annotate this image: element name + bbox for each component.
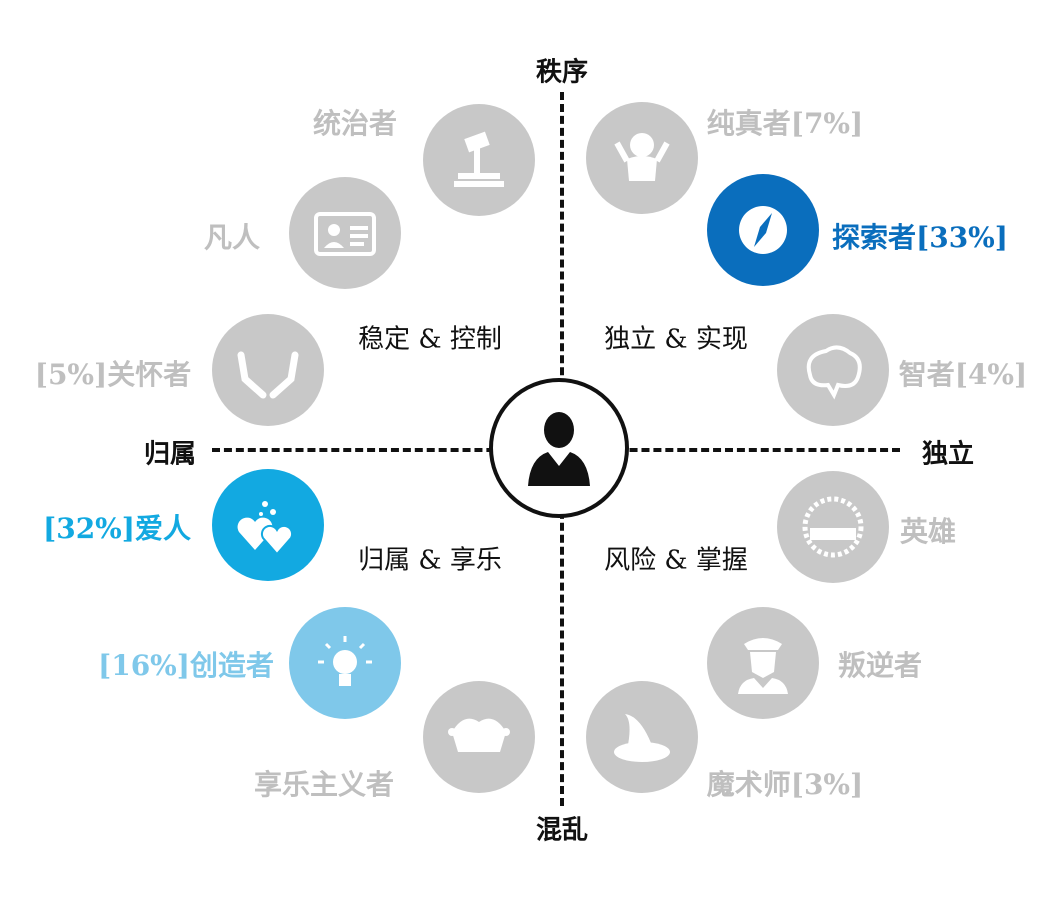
axis-label-left: 归属: [139, 433, 201, 471]
axis-label-top: 秩序: [531, 51, 593, 89]
archetype-label: 叛逆者: [837, 649, 923, 682]
archetype-label: 凡人: [203, 221, 261, 254]
id-card-icon: [289, 177, 401, 289]
archetype-label: 魔术师[3%]: [706, 768, 864, 801]
quadrant-label-tl: 稳定 & 控制: [358, 324, 502, 355]
jester-hat-icon: [423, 681, 535, 793]
archetype-label: 英雄: [899, 515, 957, 548]
baby-icon: [586, 102, 698, 214]
archetype-label: [32%]爱人: [42, 512, 192, 545]
archetype-label: 探索者[33%]: [831, 221, 1009, 254]
caring-hands-icon: [212, 314, 324, 426]
quadrant-label-tr: 独立 & 实现: [604, 324, 748, 355]
axis-label-right: 独立: [917, 433, 979, 471]
lightbulb-icon: [289, 607, 401, 719]
quadrant-label-br: 风险 & 掌握: [604, 545, 748, 576]
person-center: [489, 378, 629, 518]
rebel-icon: [707, 607, 819, 719]
archetype-label: [16%]创造者: [97, 649, 275, 682]
archetype-label: 智者[4%]: [898, 358, 1028, 391]
archetype-label: 统治者: [312, 107, 398, 140]
archetype-label: 享乐主义者: [253, 768, 395, 801]
hearts-icon: [212, 469, 324, 581]
person-icon: [528, 412, 590, 486]
gavel-icon: [423, 104, 535, 216]
quadrant-label-bl: 归属 & 享乐: [358, 545, 502, 576]
archetype-label: [5%]关怀者: [34, 358, 192, 391]
archetype-label: 纯真者[7%]: [706, 107, 864, 140]
compass-icon: [707, 174, 819, 286]
brain-icon: [777, 314, 889, 426]
badge-icon: [777, 471, 889, 583]
wizard-hat-icon: [586, 681, 698, 793]
axis-label-bottom: 混乱: [531, 809, 593, 847]
